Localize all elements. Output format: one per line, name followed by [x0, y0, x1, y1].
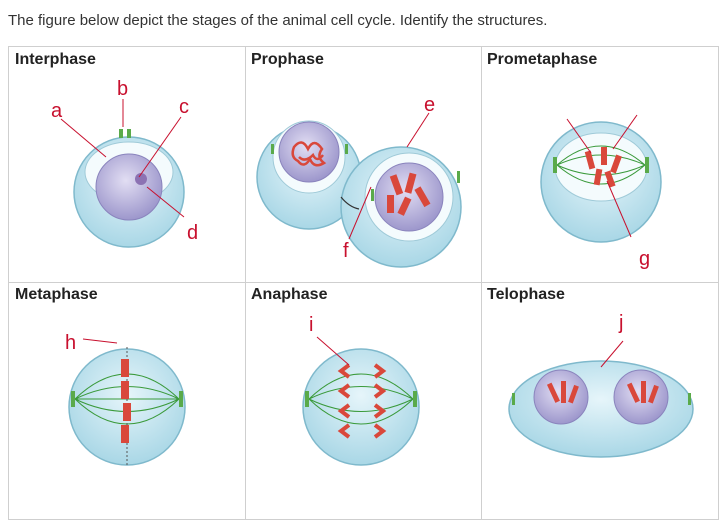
- telophase-cell: [508, 340, 694, 458]
- label-g: g: [639, 248, 651, 270]
- label-i: i: [309, 314, 314, 336]
- interphase-cell: [60, 99, 185, 248]
- panel-telophase: Telophase: [481, 282, 720, 521]
- label-c: c: [179, 96, 189, 118]
- panel-title-prometaphase: Prometaphase: [487, 51, 598, 68]
- panel-title-metaphase: Metaphase: [15, 286, 98, 303]
- label-a: a: [51, 100, 63, 122]
- anaphase-cell: [302, 336, 420, 466]
- label-j: j: [619, 312, 624, 334]
- label-d: d: [187, 222, 199, 244]
- panel-interphase: Interphase: [9, 47, 245, 282]
- panel-title-prophase: Prophase: [251, 51, 324, 68]
- panel-title-telophase: Telophase: [487, 286, 565, 303]
- panel-prometaphase: Prometaphase: [481, 47, 720, 282]
- label-h: h: [65, 332, 77, 354]
- question-text: The figure below depict the stages of th…: [8, 12, 548, 29]
- label-f: f: [343, 240, 349, 262]
- metaphase-cell: [68, 338, 186, 467]
- panel-prophase: Prophase: [245, 47, 481, 282]
- panel-title-interphase: Interphase: [15, 51, 96, 68]
- panel-anaphase: Anaphase: [245, 282, 481, 521]
- cell-cycle-figure: Interphase Prophase Prometaphase Metapha…: [8, 46, 719, 520]
- figure-artwork: [60, 99, 694, 467]
- prometaphase-cell: [540, 114, 662, 243]
- panel-metaphase: Metaphase: [9, 282, 245, 521]
- panel-title-anaphase: Anaphase: [251, 286, 328, 303]
- label-e: e: [424, 94, 436, 116]
- prophase-cells: [256, 112, 462, 268]
- label-b: b: [117, 78, 129, 100]
